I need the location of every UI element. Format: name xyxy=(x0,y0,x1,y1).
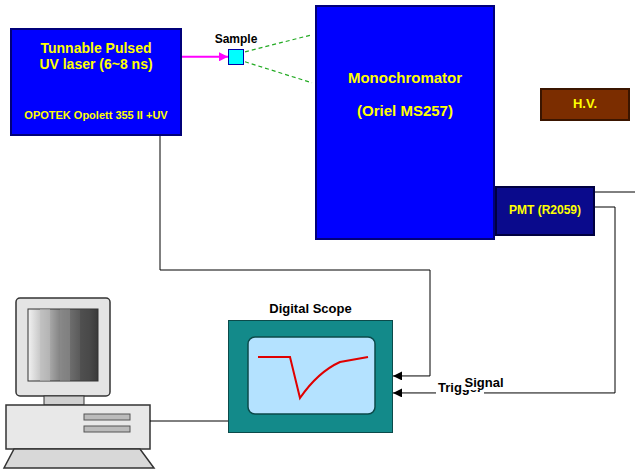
node-title: Digital Scope xyxy=(269,302,351,317)
laser-box: Tunnable Pulsed UV laser (6~8 ns) OPOTEK … xyxy=(10,28,182,136)
monitor-stand xyxy=(44,396,84,405)
scope-box-outline xyxy=(228,320,393,433)
hv-supply-box: H.V. xyxy=(540,88,630,121)
node-subtitle: OPOTEK Opolett 355 II +UV xyxy=(24,109,167,122)
drive-slot xyxy=(84,414,130,420)
computer-base xyxy=(6,405,150,449)
node-title: Monochromator xyxy=(348,69,462,86)
edge-label: Signal xyxy=(462,375,505,390)
computer-illustration xyxy=(4,298,154,468)
computer-cable xyxy=(150,421,228,422)
monitor-screen xyxy=(28,309,98,381)
screen-band xyxy=(80,309,90,381)
sample-cell-outline xyxy=(228,49,244,65)
scope-box: Digital Scope xyxy=(228,302,393,433)
node-title: H.V. xyxy=(573,97,597,112)
screen-band xyxy=(40,309,50,381)
monochromator-box: Monochromator (Oriel MS257) xyxy=(315,5,495,240)
keyboard xyxy=(4,449,154,468)
hv-cable xyxy=(595,192,635,193)
node-subtitle: (Oriel MS257) xyxy=(357,102,453,119)
pmt-box: PMT (R2059) xyxy=(495,186,595,236)
monitor-case xyxy=(16,298,110,396)
node-title: Tunnable Pulsed UV laser (6~8 ns) xyxy=(31,40,161,72)
node-title: PMT (R2059) xyxy=(509,204,581,218)
sample-cell: Sample xyxy=(207,33,266,65)
screen-band xyxy=(60,309,70,381)
node-title: Sample xyxy=(215,33,258,47)
laser-beam-arrow xyxy=(182,56,228,58)
drive-slot xyxy=(84,426,130,432)
